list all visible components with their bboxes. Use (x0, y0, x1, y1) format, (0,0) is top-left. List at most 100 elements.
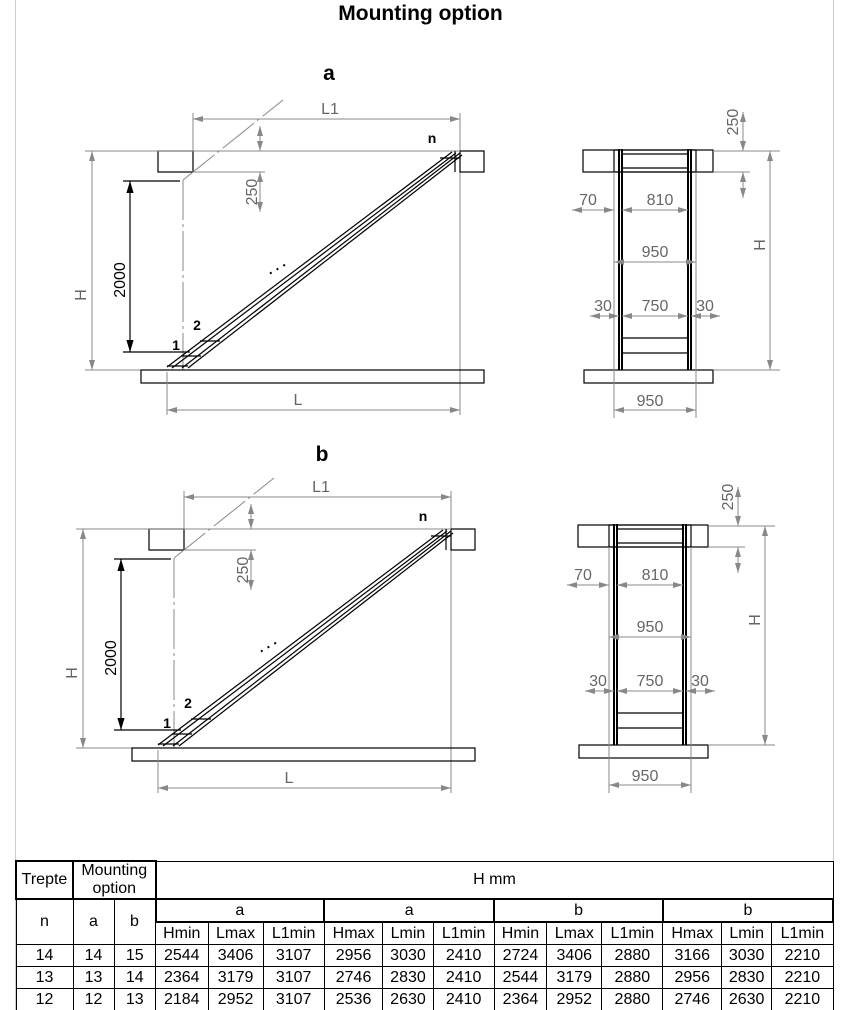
table-cell: 2956 (662, 966, 723, 989)
group-header: b (661, 898, 835, 923)
table-cell: 2410 (432, 988, 495, 1010)
group-header: a (154, 898, 326, 923)
table-cell: 2544 (155, 944, 209, 967)
table-cell: 2630 (721, 988, 773, 1010)
d2000-label: 2000 (103, 640, 120, 676)
ladder-rail (166, 151, 453, 368)
d30-left-label: 30 (589, 673, 607, 690)
h-label: H (747, 614, 764, 626)
table-cell: 2956 (323, 944, 384, 967)
ladder-rail (187, 154, 463, 369)
table-cell: 12 (15, 988, 74, 1010)
ladder-rail (171, 152, 457, 369)
table-cell: 3030 (382, 944, 434, 967)
l1-label: L1 (312, 479, 330, 496)
top-beam-left (148, 528, 185, 551)
floor-slab (578, 744, 709, 759)
table-cell: 14 (15, 944, 74, 967)
d250-label: 250 (720, 484, 737, 511)
table-cell: 2364 (493, 988, 548, 1010)
floor-slab (140, 369, 485, 384)
header-h-mm: H mm (155, 860, 834, 900)
view-label: b (316, 443, 329, 466)
table-cell: 2880 (601, 988, 664, 1010)
table-cell: 2746 (323, 966, 384, 989)
top-bracket (613, 149, 697, 173)
table-cell: 3166 (662, 944, 723, 967)
d30-right-label: 30 (691, 673, 709, 690)
h-label: H (73, 289, 90, 301)
table-cell: 3107 (262, 944, 325, 967)
top-beam (577, 524, 709, 548)
table-cell: 15 (113, 944, 156, 967)
table-cell: 2184 (155, 988, 209, 1010)
floor-slab (583, 369, 714, 384)
top-beam-right (459, 150, 485, 173)
step-n-label: n (419, 508, 428, 524)
ladder-rail (181, 152, 461, 369)
table-cell: 2210 (771, 966, 834, 989)
table-cell: 3107 (262, 988, 325, 1010)
table-cell: 13 (113, 988, 156, 1010)
table-cell: 3030 (721, 944, 773, 967)
top-bracket (608, 524, 692, 548)
table-cell: 2410 (432, 944, 495, 967)
d30-left-label: 30 (594, 298, 612, 315)
table-cell: 2410 (432, 966, 495, 989)
table-cell: 2880 (601, 966, 664, 989)
group-header: a (323, 898, 496, 923)
column-header-lmin: Lmin (721, 921, 773, 945)
continuation-dots: . . . (254, 632, 279, 656)
d30-right-label: 30 (696, 298, 714, 315)
step-1-label: 1 (172, 337, 180, 353)
column-header-hmax: Hmax (323, 921, 384, 945)
d750-label: 750 (642, 298, 669, 315)
column-header-hmin: Hmin (493, 921, 548, 945)
h-label: H (752, 239, 769, 251)
d2000-label: 2000 (112, 262, 129, 298)
ladder-rail (172, 530, 452, 747)
mounting-table: Trepte Mounting option H mm n a b a a b … (15, 860, 835, 1010)
projection-line (173, 477, 275, 748)
header-n: n (15, 898, 74, 945)
column-header-l1min: L1min (262, 921, 325, 945)
table-cell: 3406 (546, 944, 603, 967)
column-header-l1min: L1min (771, 921, 834, 945)
ladder-rail (162, 530, 448, 747)
table-cell: 13 (15, 966, 74, 989)
ladder-rail (157, 529, 444, 746)
table-cell: 2830 (721, 966, 773, 989)
bottom-d950-label: 950 (632, 768, 659, 785)
projection-line (182, 99, 284, 370)
table-cell: 3107 (262, 966, 325, 989)
d950-label: 950 (642, 244, 669, 261)
table-cell: 12 (72, 988, 115, 1010)
continuation-dots: . . . (263, 254, 288, 278)
page-border-left (15, 0, 16, 1010)
table-cell: 2536 (323, 988, 384, 1010)
group-header: b (493, 898, 664, 923)
step-1-label: 1 (163, 715, 171, 731)
header-mounting-option: Mounting option (72, 860, 157, 900)
table-cell: 3179 (207, 966, 264, 989)
d250-label: 250 (244, 179, 261, 206)
table-cell: 2830 (382, 966, 434, 989)
step-2-label: 2 (193, 317, 201, 333)
top-beam-right (450, 528, 476, 551)
header-trepte: Trepte (15, 860, 74, 900)
d250-label: 250 (235, 557, 252, 584)
table-cell: 2544 (493, 966, 548, 989)
d950-label: 950 (637, 619, 664, 636)
view-label: a (323, 62, 335, 85)
d70-label: 70 (574, 567, 592, 584)
table-cell: 2210 (771, 944, 834, 967)
column-header-l1min: L1min (601, 921, 664, 945)
l-label: L (294, 392, 303, 409)
table-cell: 2630 (382, 988, 434, 1010)
top-beam-left (157, 150, 194, 173)
